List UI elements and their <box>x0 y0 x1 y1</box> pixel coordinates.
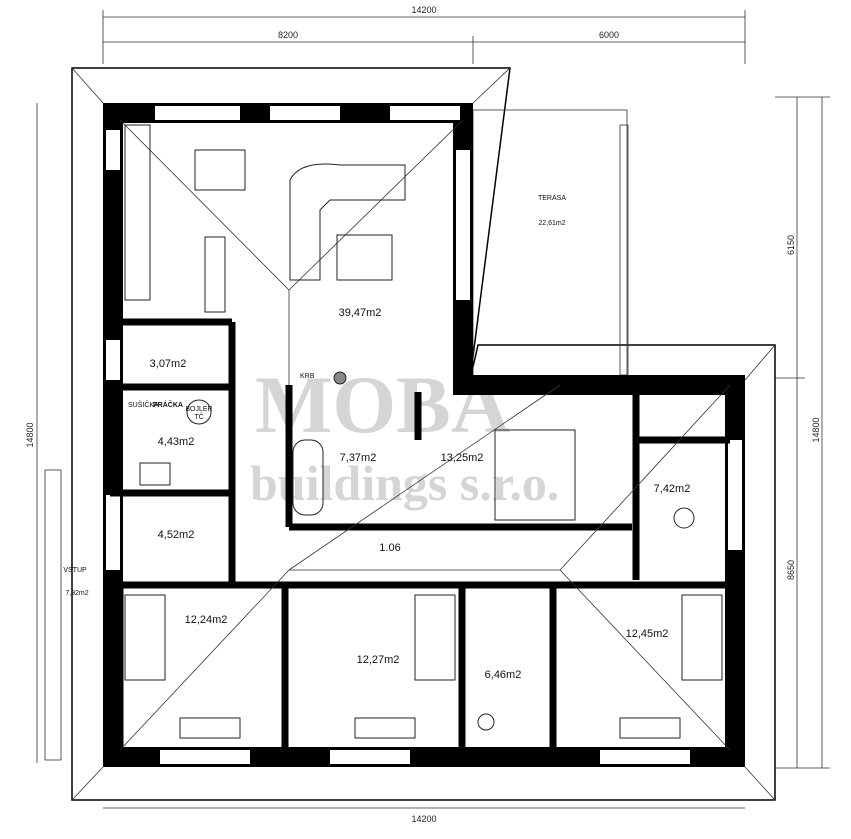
dim-top-left: 8200 <box>278 30 298 40</box>
roof-outline <box>71 67 776 801</box>
windows <box>106 106 742 764</box>
bed-3 <box>681 594 723 681</box>
dim-right-total: 14800 <box>811 417 821 442</box>
room-bathroom2-area: 7,42m2 <box>654 483 691 495</box>
furniture <box>124 124 723 739</box>
room-bedroom1-area: 12,24m2 <box>185 614 228 626</box>
roof-ridge-lines <box>119 119 731 751</box>
room-entry-name: VSTUP <box>63 567 87 574</box>
sink <box>673 507 695 529</box>
entry-porch <box>44 469 62 761</box>
room-terrace-name: TERASA <box>538 195 566 202</box>
room-bathroom-area: 7,37m2 <box>340 452 377 464</box>
dimension-lines <box>36 10 830 809</box>
boiler-circle <box>186 399 212 425</box>
terrace <box>472 109 629 381</box>
room-terrace-area: 22,61m2 <box>538 220 565 227</box>
room-utility-area: 4,43m2 <box>158 436 195 448</box>
watermark-subtext: buildings s.r.o. <box>250 455 559 511</box>
room-master-bedroom-area: 13,25m2 <box>441 452 484 464</box>
exterior-walls <box>103 103 745 767</box>
kitchen-counter <box>124 124 151 301</box>
bed-2 <box>414 594 456 681</box>
dim-right-lower: 8650 <box>786 560 796 580</box>
dim-top-right: 6000 <box>599 30 619 40</box>
room-living-area: 39,47m2 <box>339 307 382 319</box>
room-entry-area: 7,92m2 <box>65 590 88 597</box>
label-dryer: SUŠIČKA <box>128 400 159 409</box>
desk-3 <box>619 717 681 739</box>
dim-top-total: 14200 <box>411 5 436 15</box>
room-pantry-area: 3,07m2 <box>150 358 187 370</box>
interior-walls <box>110 318 735 750</box>
dim-left-total: 14800 <box>25 422 35 447</box>
label-washer: PRÁČKA <box>153 400 183 409</box>
toilet <box>477 713 495 731</box>
fireplace-icon <box>333 371 347 385</box>
desk-1 <box>179 717 241 739</box>
room-wardrobe-area: 4,52m2 <box>158 529 195 541</box>
coffee-table <box>336 234 393 281</box>
label-boiler-type: TČ <box>194 412 203 421</box>
sofa <box>289 163 406 281</box>
bed-1 <box>124 594 166 681</box>
label-fireplace: KRB <box>300 373 315 380</box>
room-hall-area: 1.06 <box>379 542 400 554</box>
room-bedroom2-area: 12,27m2 <box>357 654 400 666</box>
dim-right-upper: 6150 <box>786 235 796 255</box>
stove <box>139 462 171 486</box>
desk-2 <box>354 717 416 739</box>
bed-master <box>494 429 576 521</box>
dim-bottom-total: 14200 <box>411 814 436 824</box>
bathtub <box>292 439 324 516</box>
label-boiler: BOJLER <box>185 406 212 413</box>
room-wc-area: 6,46m2 <box>485 669 522 681</box>
kitchen-island <box>204 236 226 313</box>
dining-table <box>194 149 246 191</box>
room-bedroom3-area: 12,45m2 <box>626 628 669 640</box>
